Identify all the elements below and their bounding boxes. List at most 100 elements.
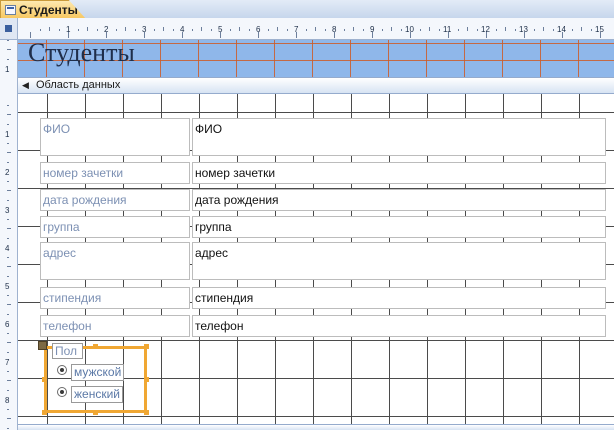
ruler-tick xyxy=(7,161,9,163)
detail-section-bar[interactable]: ◀ Область данных xyxy=(18,77,614,94)
textbox-birth-date[interactable]: дата рождения xyxy=(192,189,606,211)
resize-handle[interactable] xyxy=(93,410,98,415)
resize-handle[interactable] xyxy=(42,377,47,382)
ruler-number: 2 xyxy=(104,25,109,34)
ruler-tick xyxy=(172,29,174,31)
ruler-tick xyxy=(125,27,126,31)
ruler-number: 6 xyxy=(5,320,10,329)
textbox-stipend[interactable]: стипендия xyxy=(192,287,606,309)
ruler-tick xyxy=(590,29,592,31)
ruler-tick xyxy=(524,32,525,38)
ruler-tick xyxy=(220,32,221,38)
option-female-label[interactable]: женский xyxy=(71,386,123,403)
ruler-tick xyxy=(7,114,11,115)
resize-handle[interactable] xyxy=(144,344,149,349)
ruler-tick xyxy=(7,104,9,106)
ruler-tick xyxy=(30,32,31,38)
resize-handle[interactable] xyxy=(93,344,98,349)
ruler-tick xyxy=(7,304,11,305)
ruler-tick xyxy=(7,39,9,41)
ruler-tick xyxy=(7,58,9,60)
ruler-number: 3 xyxy=(5,206,10,215)
label-stipend[interactable]: стипендия xyxy=(40,287,190,309)
resize-handle[interactable] xyxy=(144,377,149,382)
resize-handle[interactable] xyxy=(144,410,149,415)
option-group-label[interactable]: Пол xyxy=(52,343,83,359)
ruler-tick xyxy=(315,27,316,31)
ruler-tick xyxy=(87,27,88,31)
ruler-tick xyxy=(258,32,259,38)
ruler-tick xyxy=(7,418,11,419)
ruler-tick xyxy=(486,32,487,38)
ruler-number: 1 xyxy=(5,65,10,74)
ruler-tick xyxy=(7,190,11,191)
ruler-tick xyxy=(7,123,9,125)
ruler-tick xyxy=(201,27,202,31)
form-header-section[interactable]: Студенты xyxy=(18,40,614,77)
male-radio-icon[interactable] xyxy=(57,365,67,375)
option-male-label[interactable]: мужской xyxy=(71,364,125,381)
ruler-number: 8 xyxy=(5,396,10,405)
ruler-tick xyxy=(210,29,212,31)
ruler-tick xyxy=(286,29,288,31)
ruler-tick xyxy=(7,218,9,220)
ruler-tick xyxy=(96,29,98,31)
ruler-tick xyxy=(362,29,364,31)
ruler-number: 4 xyxy=(180,25,185,34)
ruler-tick xyxy=(115,29,117,31)
ruler-tick xyxy=(324,29,326,31)
textbox-record-book[interactable]: номер зачетки xyxy=(192,162,606,184)
ruler-number: 13 xyxy=(519,25,528,34)
label-phone[interactable]: телефон xyxy=(40,315,190,337)
resize-handle[interactable] xyxy=(42,410,47,415)
ruler-tick xyxy=(296,32,297,38)
ruler-tick xyxy=(7,370,9,372)
ruler-tick xyxy=(353,27,354,31)
ruler-tick xyxy=(7,228,11,229)
ruler-tick xyxy=(277,27,278,31)
ruler-tick xyxy=(267,29,269,31)
label-group[interactable]: группа xyxy=(40,216,190,238)
ruler-number: 8 xyxy=(332,25,337,34)
label-birth-date[interactable]: дата рождения xyxy=(40,189,190,211)
ruler-tick xyxy=(7,152,11,153)
ruler-tick xyxy=(400,29,402,31)
label-fio[interactable]: ФИО xyxy=(40,118,190,156)
label-address[interactable]: адрес xyxy=(40,242,190,280)
ruler-number: 12 xyxy=(481,25,490,34)
ruler-tick xyxy=(106,32,107,38)
ruler-number: 10 xyxy=(405,25,414,34)
ruler-tick xyxy=(410,32,411,38)
ruler-tick xyxy=(305,29,307,31)
form-selector[interactable] xyxy=(0,18,18,40)
textbox-address[interactable]: адрес xyxy=(192,242,606,280)
ruler-tick xyxy=(391,27,392,31)
ruler-tick xyxy=(476,29,478,31)
ruler-tick xyxy=(39,29,41,31)
ruler-tick xyxy=(7,180,9,182)
female-radio-icon[interactable] xyxy=(57,387,67,397)
form-footer-bar[interactable] xyxy=(18,424,614,430)
textbox-group[interactable]: группа xyxy=(192,216,606,238)
textbox-phone[interactable]: телефон xyxy=(192,315,606,337)
ruler-tick xyxy=(7,332,9,334)
textbox-fio[interactable]: ФИО xyxy=(192,118,606,156)
ruler-tick xyxy=(600,32,601,38)
move-handle[interactable] xyxy=(38,341,47,350)
ruler-tick xyxy=(7,294,9,296)
form-tab[interactable]: Студенты xyxy=(0,0,86,19)
ruler-tick xyxy=(68,32,69,38)
ruler-tick xyxy=(533,29,535,31)
ruler-tick xyxy=(134,29,136,31)
ruler-tick xyxy=(182,32,183,38)
ruler-tick xyxy=(562,32,563,38)
ruler-tick xyxy=(49,27,50,31)
ruler-tick xyxy=(448,32,449,38)
header-title-label[interactable]: Студенты xyxy=(28,40,135,67)
ruler-number: 14 xyxy=(557,25,566,34)
label-record-book[interactable]: номер зачетки xyxy=(40,162,190,184)
ruler-tick xyxy=(7,275,9,277)
ruler-tick xyxy=(144,32,145,38)
